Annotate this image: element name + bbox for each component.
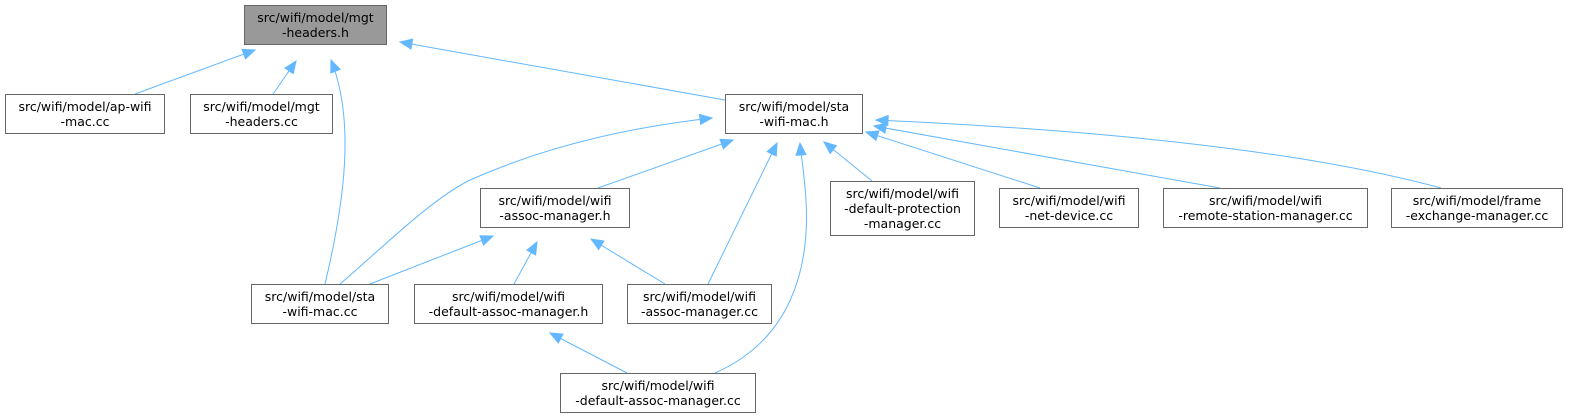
node-default-assoc-manager-cc[interactable]: src/wifi/model/wifi -default-assoc-manag… (560, 373, 756, 413)
edge-arrowhead (548, 332, 564, 344)
node-wifi-assoc-manager-cc[interactable]: src/wifi/model/wifi -assoc-manager.cc (627, 284, 772, 324)
edge-sta-wifi-mac-cc-to-sta-wifi-mac-h (339, 113, 714, 285)
edge-line (865, 131, 1041, 189)
node-label: src/wifi/model/frame -exchange-manager.c… (1405, 193, 1549, 223)
edge-wifi-net-device-cc-to-sta-wifi-mac-h (864, 130, 1041, 189)
edge-arrowhead (864, 130, 880, 142)
node-label: src/wifi/model/wifi -remote-station-mana… (1178, 193, 1353, 223)
node-sta-wifi-mac-cc[interactable]: src/wifi/model/sta -wifi-mac.cc (251, 284, 389, 324)
edge-line (549, 332, 628, 374)
node-sta-wifi-mac-h[interactable]: src/wifi/model/sta -wifi-mac.h (725, 94, 863, 134)
edge-arrowhead (479, 235, 495, 246)
edge-arrowhead (795, 141, 807, 156)
edge-wifi-assoc-manager-cc-to-wifi-assoc-manager-h (589, 238, 666, 285)
edge-ap-wifi-mac-cc-to-mgt-headers-h (134, 48, 257, 95)
edge-default-assoc-manager-h-to-wifi-assoc-manager-h (513, 240, 538, 285)
node-remote-station-manager-cc[interactable]: src/wifi/model/wifi -remote-station-mana… (1163, 188, 1368, 228)
edge-line (707, 142, 778, 285)
edge-sta-wifi-mac-h-to-mgt-headers-h (398, 38, 726, 101)
edge-default-assoc-manager-cc-to-default-assoc-manager-h (548, 332, 628, 374)
edge-arrowhead (872, 122, 888, 134)
node-ap-wifi-mac-cc[interactable]: src/wifi/model/ap-wifi -mac.cc (5, 94, 165, 134)
edge-arrowhead (874, 114, 889, 127)
edge-arrowhead (398, 38, 414, 50)
edge-line (339, 117, 713, 285)
node-label: src/wifi/model/wifi -net-device.cc (1012, 193, 1126, 223)
node-label: src/wifi/model/wifi -default-assoc-manag… (428, 289, 589, 319)
edge-default-assoc-manager-cc-to-sta-wifi-mac-h (714, 141, 807, 374)
edge-line (873, 125, 1221, 189)
edge-arrowhead (330, 58, 341, 74)
node-label: src/wifi/model/mgt -headers.cc (203, 99, 320, 129)
edge-wifi-assoc-manager-cc-to-sta-wifi-mac-h (707, 141, 778, 285)
node-label: src/wifi/model/wifi -assoc-manager.cc (641, 289, 758, 319)
edge-remote-station-manager-cc-to-sta-wifi-mac-h (872, 122, 1221, 189)
node-label: src/wifi/model/wifi -default-protection … (844, 186, 961, 231)
node-label: src/wifi/model/wifi -default-assoc-manag… (575, 378, 741, 408)
edge-line (714, 142, 807, 374)
edge-line (324, 59, 346, 285)
node-mgt-headers-cc[interactable]: src/wifi/model/mgt -headers.cc (190, 94, 333, 134)
node-wifi-assoc-manager-h[interactable]: src/wifi/model/wifi -assoc-manager.h (480, 188, 630, 228)
edge-line (590, 238, 666, 285)
edge-arrowhead (284, 59, 297, 75)
node-label: src/wifi/model/mgt -headers.h (257, 10, 374, 40)
edge-line (597, 139, 734, 189)
node-label: src/wifi/model/sta -wifi-mac.cc (264, 289, 376, 319)
edge-arrowhead (698, 113, 714, 126)
edge-arrowhead (241, 48, 257, 60)
edge-sta-wifi-mac-cc-to-wifi-assoc-manager-h (369, 235, 495, 285)
edge-arrowhead (525, 240, 538, 256)
node-mgt-headers-h: src/wifi/model/mgt -headers.h (244, 5, 387, 45)
node-frame-exchange-manager-cc[interactable]: src/wifi/model/frame -exchange-manager.c… (1391, 188, 1563, 228)
edge-line (399, 41, 726, 101)
edge-line (369, 235, 494, 285)
edge-wifi-assoc-manager-h-to-sta-wifi-mac-h (597, 138, 735, 189)
edge-default-protection-manager-cc-to-sta-wifi-mac-h (822, 141, 873, 182)
edge-arrowhead (719, 138, 735, 150)
node-default-assoc-manager-h[interactable]: src/wifi/model/wifi -default-assoc-manag… (414, 284, 603, 324)
node-wifi-net-device-cc[interactable]: src/wifi/model/wifi -net-device.cc (999, 188, 1139, 228)
node-label: src/wifi/model/wifi -assoc-manager.h (498, 193, 612, 223)
node-label: src/wifi/model/sta -wifi-mac.h (738, 99, 850, 129)
edge-line (134, 49, 256, 95)
node-default-protection-manager-cc[interactable]: src/wifi/model/wifi -default-protection … (830, 181, 975, 236)
edge-arrowhead (766, 141, 778, 157)
edge-line (875, 119, 1442, 189)
edge-mgt-headers-cc-to-mgt-headers-h (272, 59, 297, 95)
edge-arrowhead (822, 141, 838, 155)
node-label: src/wifi/model/ap-wifi -mac.cc (18, 99, 152, 129)
edge-arrowhead (589, 238, 605, 251)
edge-sta-wifi-mac-cc-to-mgt-headers-h (324, 58, 346, 285)
edge-frame-exchange-manager-cc-to-sta-wifi-mac-h (874, 114, 1442, 189)
